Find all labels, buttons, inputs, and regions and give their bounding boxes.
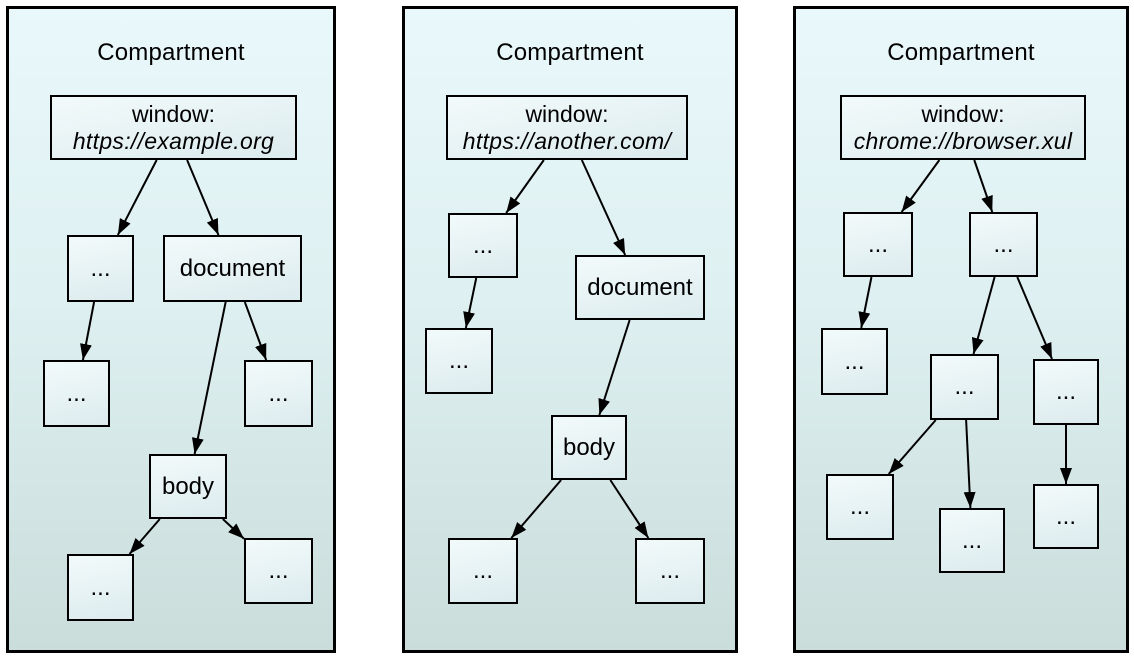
node-label: ... [849,493,870,520]
node-document: document [163,235,302,302]
node-label: ... [448,347,469,374]
node-ellipsis: ... [448,538,518,604]
node-ellipsis: ... [244,360,313,427]
window-label: window: [921,100,1005,127]
node-label: ... [954,373,975,400]
node-label: ... [472,231,493,259]
compartment-title: Compartment [496,39,644,66]
node-label: ... [867,230,888,258]
node-label: ... [472,557,493,584]
node-label: ... [90,573,111,601]
node-window: window:https://another.com/ [446,95,688,160]
node-label: ... [1055,378,1076,405]
node-window: window:https://example.org [50,95,297,160]
node-document: document [575,255,705,320]
node-ellipsis: ... [67,235,134,302]
node-ellipsis: ... [1033,484,1099,549]
node-label: ... [90,254,111,282]
node-body: body [149,454,227,519]
window-label: window: [525,100,609,127]
window-label: window: [131,100,216,127]
compartment-title: Compartment [887,39,1035,66]
node-label: document [179,254,286,282]
node-ellipsis: ... [939,508,1005,573]
node-ellipsis: ... [821,328,888,395]
window-url: chrome://browser.xul [853,127,1073,154]
compartment-title: Compartment [97,39,245,66]
node-ellipsis: ... [635,538,705,604]
node-ellipsis: ... [826,474,894,540]
node-label: ... [659,557,680,584]
node-ellipsis: ... [67,554,134,621]
node-label: ... [844,347,865,375]
node-label: body [161,472,215,500]
node-ellipsis: ... [1033,359,1099,425]
node-label: document [587,273,693,301]
node-body: body [551,415,627,480]
window-url: https://another.com/ [462,127,672,154]
node-ellipsis: ... [425,328,493,394]
node-label: ... [961,526,982,554]
node-window: window:chrome://browser.xul [840,95,1086,160]
node-label: ... [268,379,289,407]
node-ellipsis: ... [843,212,913,277]
node-label: ... [268,557,289,584]
node-label: ... [993,230,1014,258]
node-label: body [562,433,616,461]
window-url: https://example.org [72,127,275,154]
node-ellipsis: ... [969,212,1038,277]
node-ellipsis: ... [448,213,518,278]
node-label: ... [66,379,87,407]
node-ellipsis: ... [930,354,999,420]
node-ellipsis: ... [43,360,110,427]
node-ellipsis: ... [244,538,313,604]
node-label: ... [1055,502,1076,530]
